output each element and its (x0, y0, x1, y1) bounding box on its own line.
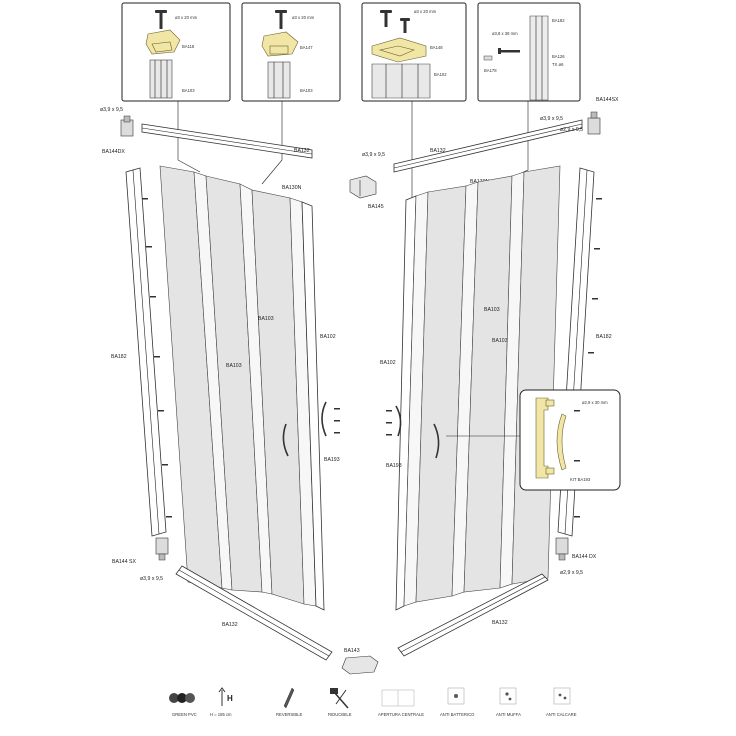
label: BA132 (492, 620, 508, 626)
right-folding-panels (395, 165, 561, 611)
reversible-icon (283, 687, 295, 709)
center-corner-connector (349, 175, 377, 199)
callout-box-3: ø3 x 20 mm BA148 BA102 (361, 2, 467, 102)
wall-plug-icon (483, 55, 493, 61)
callout-box-1: ø3 x 20 mm BA118 BA103 (121, 2, 231, 102)
screw-icon (574, 410, 580, 462)
right-wall-bracket-top (587, 111, 601, 135)
handle-part (535, 397, 567, 479)
label: BA132 (294, 148, 310, 154)
handle-kit-callout: ø2,9 x 30 mm KIT BA193 (519, 389, 621, 491)
legend-caption: H = 185 cm (210, 712, 232, 717)
label: BA103 (258, 316, 274, 322)
left-wall-bracket-top (120, 115, 134, 137)
central-opening-icon (381, 689, 415, 707)
part-code: BA178 (484, 68, 497, 73)
screw-icon (498, 48, 520, 54)
bracket-part (261, 31, 299, 57)
screw-spec: ø2,9 x 30 mm (582, 400, 608, 405)
screw-spec: ø3 x 20 mm (175, 15, 198, 20)
legend-captions: GREEN PVC H = 185 cm REVERSIBLE RIDUCIBI… (172, 712, 577, 717)
bracket-part (371, 37, 427, 63)
label: BA130N (282, 185, 302, 191)
profile-part (149, 59, 173, 99)
screw-spec: ø3 x 20 mm (414, 9, 437, 14)
legend-row: H (169, 687, 571, 709)
left-bottom-rail (175, 565, 333, 661)
wall-profile-part (529, 15, 549, 101)
part-code: BA102 (434, 72, 447, 77)
screw-icon (380, 10, 410, 33)
part-code: BA147 (300, 45, 313, 50)
label: ø2,9 x 9,5 (560, 570, 583, 576)
bottom-corner-connector (341, 655, 379, 675)
right-wall-bracket-bottom (555, 537, 569, 561)
reducible-icon (330, 688, 349, 709)
right-handle (386, 405, 440, 459)
screw-icon (155, 10, 167, 29)
legend-caption: ANTI BATTERICO (440, 712, 475, 717)
label: ø3,9 x 9,5 (100, 107, 123, 113)
label: BA103 (492, 338, 508, 344)
label: ø3,9 x 9,5 (362, 152, 385, 158)
label: BA102 (320, 334, 336, 340)
left-wall-profile (125, 167, 167, 537)
label: BA144 SX (112, 559, 136, 565)
legend-caption: APERTURA CENTRALE (378, 712, 424, 717)
anti-mold-icon (499, 687, 517, 705)
label: BA144DX (102, 149, 125, 155)
left-wall-bracket-bottom (155, 537, 169, 561)
label: BA182 (596, 334, 612, 340)
label: BA103 (226, 363, 242, 369)
callout-box-2: ø3 x 20 mm BA147 BA103 (241, 2, 341, 102)
label: BA143 (344, 648, 360, 654)
legend-caption: ANTI MUFFA (496, 712, 521, 717)
label: BA132 (222, 622, 238, 628)
left-folding-panels (159, 165, 325, 611)
label: BA193 (324, 457, 340, 463)
label: BA193 (386, 463, 402, 469)
part-code: BA182 (552, 18, 565, 23)
left-profile-screws (142, 198, 172, 518)
part-code: KIT BA193 (570, 477, 591, 482)
anti-bacteria-icon (447, 687, 465, 705)
legend-caption: GREEN PVC (172, 712, 197, 717)
label: BA132 (430, 148, 446, 154)
anti-limescale-icon (553, 687, 571, 705)
label: BA102 (380, 360, 396, 366)
left-handle (282, 401, 340, 457)
label: BA145 (368, 204, 384, 210)
part-code: TX ø6 (552, 62, 564, 67)
screw-spec: ø3,8 x 38 mm (492, 31, 518, 36)
height-icon: H (218, 687, 233, 706)
glass-pvc-icon (169, 693, 195, 703)
screw-icon (275, 10, 287, 29)
callout-box-4: BA182 ø3,8 x 38 mm BA126 TX ø6 BA178 (477, 2, 581, 102)
part-code: BA103 (300, 88, 313, 93)
screw-spec: ø3 x 20 mm (292, 15, 315, 20)
label: BA144 DX (572, 554, 597, 560)
part-code: BA148 (430, 45, 443, 50)
label: BA144SX (596, 97, 619, 103)
part-code: BA126 (552, 54, 565, 59)
right-top-rail (393, 119, 583, 173)
label: ø3,9 x 9,5 (140, 576, 163, 582)
legend-caption: ANTI CALCARE (546, 712, 577, 717)
label: BA103 (484, 307, 500, 313)
part-code: BA103 (182, 88, 195, 93)
part-code: BA118 (182, 44, 195, 49)
bracket-part (145, 29, 181, 55)
left-top-rail (141, 123, 313, 159)
svg-text:H: H (227, 694, 233, 703)
right-bottom-rail (397, 573, 549, 657)
label: ø2,9 x 9,5 (560, 127, 583, 133)
label: BA182 (111, 354, 127, 360)
legend-caption: RIDUCIBILE (328, 712, 352, 717)
profile-part (371, 63, 431, 99)
label: ø3,9 x 9,5 (540, 116, 563, 122)
legend-caption: REVERSIBLE (276, 712, 303, 717)
profile-part (267, 61, 291, 99)
